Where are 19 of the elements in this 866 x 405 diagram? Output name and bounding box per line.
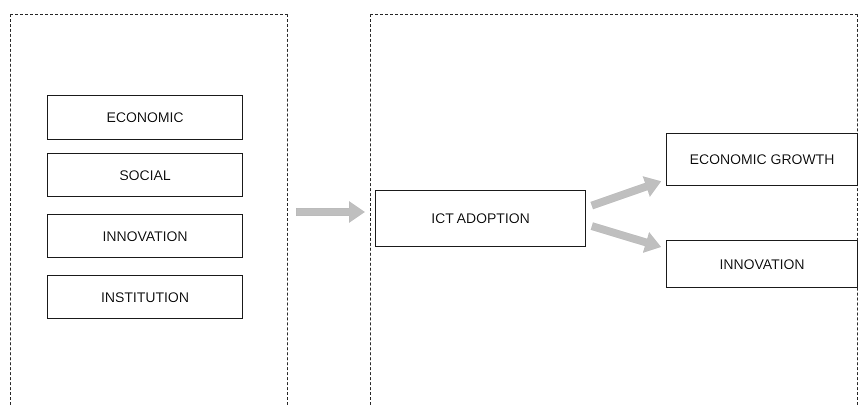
group-container xyxy=(10,14,288,405)
process-box xyxy=(47,95,243,140)
group-container xyxy=(370,14,858,405)
arrow xyxy=(590,222,662,253)
box-label: INNOVATION xyxy=(719,254,805,274)
arrow xyxy=(590,176,662,210)
process-box xyxy=(47,275,243,319)
process-box xyxy=(666,133,858,186)
box-label: ECONOMIC xyxy=(106,108,184,127)
process-box xyxy=(47,153,243,197)
box-label: ECONOMIC GROWTH xyxy=(690,150,834,169)
process-box xyxy=(375,190,586,247)
process-box xyxy=(666,240,858,288)
box-label: INNOVATION xyxy=(102,226,188,246)
box-label: SOCIAL xyxy=(119,166,171,184)
box-label: INSTITUTION xyxy=(101,288,189,306)
process-box xyxy=(47,214,243,258)
arrow xyxy=(296,201,365,223)
box-label: ICT ADOPTION xyxy=(431,209,530,228)
